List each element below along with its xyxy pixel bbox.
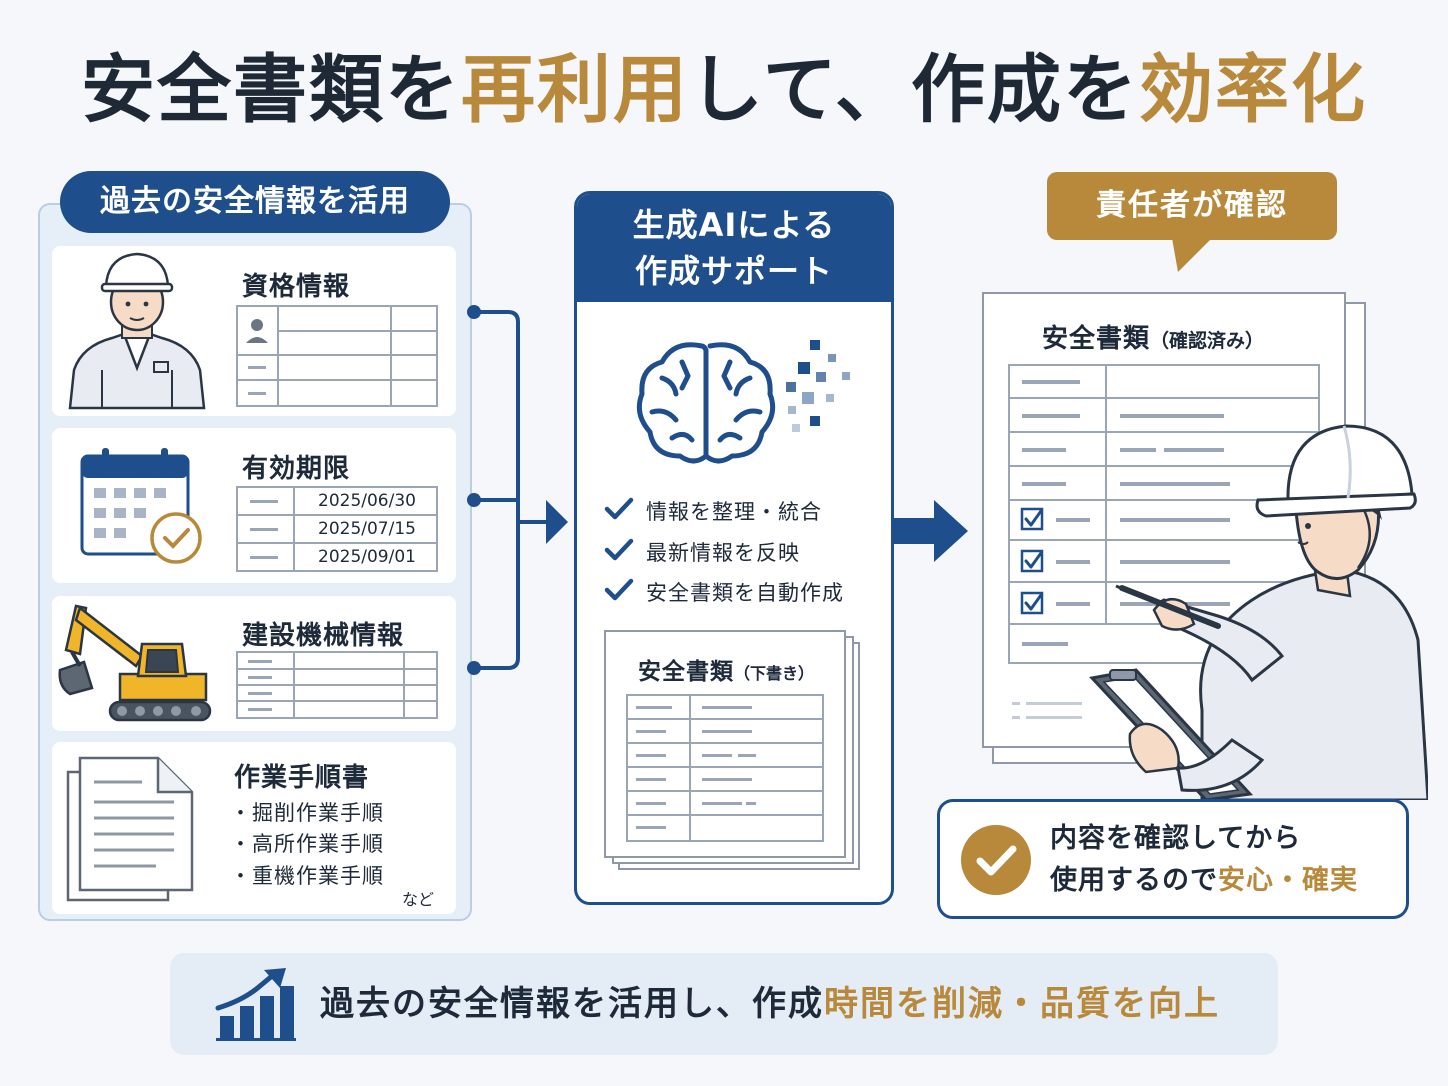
center-header-line1: 生成AIによる <box>632 206 836 244</box>
draft-title: 安全書類 <box>638 659 734 685</box>
bottom-banner <box>170 953 1278 1055</box>
center-header-line2: 作成サポート <box>634 252 833 290</box>
title-part1: 安全書類を <box>80 47 461 133</box>
documents-icon <box>66 756 194 902</box>
info-line-2b: 安心・確実 <box>1218 865 1358 896</box>
inspector-icon <box>1089 424 1428 800</box>
check-icon-1 <box>604 497 634 520</box>
ai-brain-icon <box>636 340 850 464</box>
expiry-date-3: 2025/09/01 <box>318 547 416 567</box>
check-icon-2 <box>604 538 634 561</box>
excavator-icon <box>58 604 212 722</box>
expiry-date-2: 2025/07/15 <box>318 519 416 539</box>
qualification-title: 資格情報 <box>242 272 351 302</box>
approved-doc-title: 安全書類（確認済み） <box>1042 318 1264 355</box>
expiry-date-1: 2025/06/30 <box>318 491 416 511</box>
check-icon-3 <box>604 578 634 601</box>
connector-lines <box>467 305 568 675</box>
procedure-item-2: ・高所作業手順 <box>230 832 384 856</box>
doc-footer-lines <box>1012 702 1082 719</box>
speech-bubble: 責任者が確認 <box>1047 172 1337 240</box>
banner-part1: 過去の安全情報を活用し、作成 <box>320 984 824 1024</box>
title-part3: して、作成を <box>688 47 1140 133</box>
procedure-title: 作業手順書 <box>234 763 370 793</box>
info-line-1: 内容を確認してから <box>1050 823 1302 854</box>
approved-title: 安全書類 <box>1042 324 1151 354</box>
check-text-2: 最新情報を反映 <box>646 541 800 565</box>
info-line-2a: 使用するので <box>1050 865 1218 896</box>
qualification-table <box>236 305 438 407</box>
procedure-item-3: ・重機作業手順 <box>230 864 384 888</box>
check-circle-icon <box>961 825 1031 895</box>
banner-text: 過去の安全情報を活用し、作成時間を削減・品質を向上 <box>320 953 1220 1055</box>
machine-title: 建設機械情報 <box>242 621 405 651</box>
page-title: 安全書類を再利用して、作成を効率化 <box>0 40 1448 140</box>
left-header: 過去の安全情報を活用 <box>60 171 450 233</box>
center-header: 生成AIによる 作成サポート <box>577 194 891 302</box>
check-text-3: 安全書類を自動作成 <box>646 581 844 605</box>
title-part2: 再利用 <box>460 47 689 133</box>
procedure-item-1: ・掘削作業手順 <box>230 801 384 825</box>
banner-part2: 時間を削減・品質を向上 <box>824 984 1220 1024</box>
machine-table <box>236 651 438 719</box>
draft-doc-title: 安全書類（下書き） <box>638 652 814 686</box>
arrow-right-icon <box>892 500 968 562</box>
expiry-title: 有効期限 <box>242 454 351 484</box>
approved-sub: （確認済み） <box>1150 330 1265 352</box>
procedure-etc: など <box>402 890 435 909</box>
growth-chart-icon <box>215 968 296 1041</box>
calendar-icon <box>80 448 202 564</box>
expiry-table: 2025/06/30 2025/07/15 2025/09/01 <box>236 486 438 572</box>
worker-icon <box>68 252 206 410</box>
title-part4: 効率化 <box>1139 47 1368 133</box>
check-text-1: 情報を整理・統合 <box>646 500 822 524</box>
draft-sub: （下書き） <box>734 664 815 683</box>
speech-tail <box>1172 238 1212 272</box>
draft-table <box>626 694 824 842</box>
info-line-2: 使用するので安心・確実 <box>1050 860 1358 902</box>
